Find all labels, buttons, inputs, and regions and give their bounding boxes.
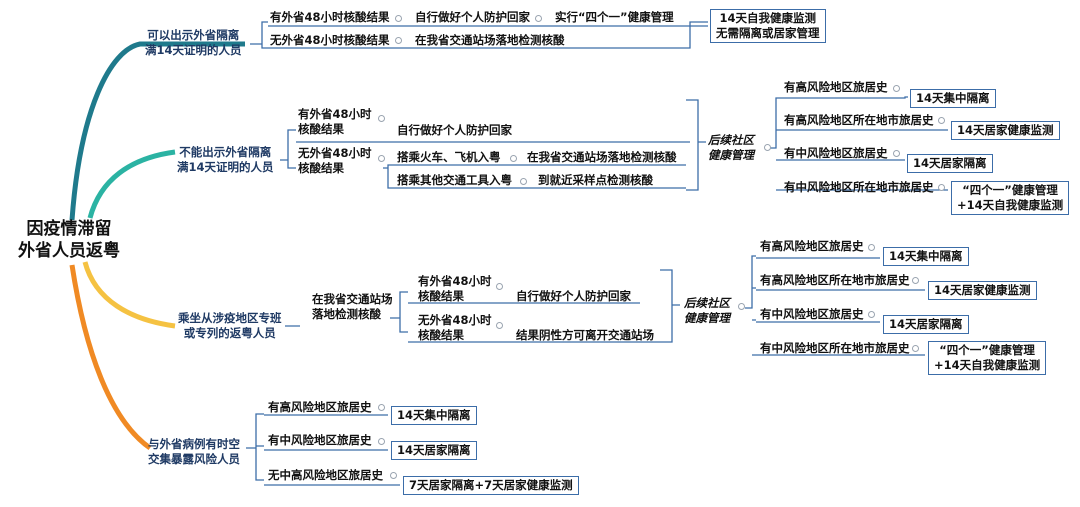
node-dot — [912, 345, 919, 352]
b4-risk-high-result: 14天集中隔离 — [391, 406, 477, 425]
b1-with-test: 有外省48小时核酸结果 — [270, 10, 390, 24]
b2-risk-high: 有高风险地区旅居史 — [784, 80, 888, 94]
b3-without-test: 无外省48小时 核酸结果 — [418, 313, 492, 342]
node-dot — [938, 184, 945, 191]
b2-risk-mid-result: 14天居家隔离 — [907, 154, 993, 173]
node-dot — [510, 155, 517, 162]
node-dot — [520, 178, 527, 185]
branch-1-label: 可以出示外省隔离 满14天证明的人员 — [145, 28, 242, 57]
b2-other-transport-action: 到就近采样点检测核酸 — [538, 173, 653, 187]
node-dot — [738, 303, 745, 310]
node-dot — [868, 244, 875, 251]
b3-risk-high-city: 有高风险地区所在地市旅居史 — [760, 273, 910, 287]
b2-without-test: 无外省48小时 核酸结果 — [298, 146, 372, 175]
b3-followup-label: 后续社区 健康管理 — [684, 296, 730, 325]
b2-risk-mid-city: 有中风险地区所在地市旅居史 — [784, 180, 934, 194]
root-title: 因疫情滞留 外省人员返粤 — [18, 219, 120, 261]
b1-with-test-action: 自行做好个人防护回家 — [415, 10, 530, 24]
b4-risk-high: 有高风险地区旅居史 — [268, 400, 372, 414]
b4-risk-none: 无中高风险地区旅居史 — [268, 468, 383, 482]
b2-risk-high-result: 14天集中隔离 — [910, 89, 996, 108]
b3-risk-high-city-result: 14天居家健康监测 — [928, 281, 1037, 300]
node-dot — [395, 37, 402, 44]
b2-train-plane-action: 在我省交通站场落地检测核酸 — [527, 150, 677, 164]
node-dot — [535, 15, 542, 22]
b3-station-test: 在我省交通站场 落地检测核酸 — [312, 292, 393, 321]
b1-result-box: 14天自我健康监测 无需隔离或居家管理 — [710, 9, 826, 43]
node-dot — [496, 283, 503, 290]
b1-without-test-action: 在我省交通站场落地检测核酸 — [415, 33, 565, 47]
b1-without-test: 无外省48小时核酸结果 — [270, 33, 390, 47]
b3-without-test-action: 结果阴性方可离开交通站场 — [516, 328, 654, 342]
node-dot — [378, 115, 385, 122]
b2-risk-mid: 有中风险地区旅居史 — [784, 146, 888, 160]
b2-risk-high-city: 有高风险地区所在地市旅居史 — [784, 113, 934, 127]
b2-other-transport: 搭乘其他交通工具入粤 — [397, 173, 512, 187]
b4-risk-none-result: 7天居家隔离+7天居家健康监测 — [403, 476, 579, 495]
branch-3-label: 乘坐从涉疫地区专班 或专列的返粤人员 — [178, 311, 282, 340]
node-dot — [868, 311, 875, 318]
node-dot — [912, 277, 919, 284]
b3-risk-high-result: 14天集中隔离 — [883, 247, 969, 266]
node-dot — [764, 144, 771, 151]
b4-risk-mid-result: 14天居家隔离 — [391, 441, 477, 460]
b3-risk-mid-city-result: “四个一”健康管理 +14天自我健康监测 — [928, 341, 1047, 375]
branch-4-label: 与外省病例有时空 交集暴露风险人员 — [148, 437, 240, 466]
b3-risk-mid: 有中风险地区旅居史 — [760, 307, 864, 321]
node-dot — [378, 438, 385, 445]
node-dot — [378, 155, 385, 162]
b4-risk-mid: 有中风险地区旅居史 — [268, 433, 372, 447]
b3-risk-mid-result: 14天居家隔离 — [883, 315, 969, 334]
b2-train-plane: 搭乘火车、飞机入粤 — [397, 150, 501, 164]
b2-with-test-action: 自行做好个人防护回家 — [397, 123, 512, 137]
branch-2-label: 不能出示外省隔离 满14天证明的人员 — [177, 145, 274, 174]
node-dot — [893, 150, 900, 157]
node-dot — [395, 15, 402, 22]
b2-followup-label: 后续社区 健康管理 — [708, 133, 754, 162]
node-dot — [938, 117, 945, 124]
b2-with-test: 有外省48小时 核酸结果 — [298, 107, 372, 136]
b3-with-test: 有外省48小时 核酸结果 — [418, 274, 492, 303]
node-dot — [378, 404, 385, 411]
node-dot — [893, 85, 900, 92]
b1-four-one-management: 实行“四个一”健康管理 — [555, 10, 674, 24]
b3-with-test-action: 自行做好个人防护回家 — [516, 289, 631, 303]
node-dot — [390, 472, 397, 479]
b3-risk-high: 有高风险地区旅居史 — [760, 239, 864, 253]
b3-risk-mid-city: 有中风险地区所在地市旅居史 — [760, 341, 910, 355]
b2-risk-mid-city-result: “四个一”健康管理 +14天自我健康监测 — [951, 181, 1070, 215]
node-dot — [496, 322, 503, 329]
b2-risk-high-city-result: 14天居家健康监测 — [951, 121, 1060, 140]
